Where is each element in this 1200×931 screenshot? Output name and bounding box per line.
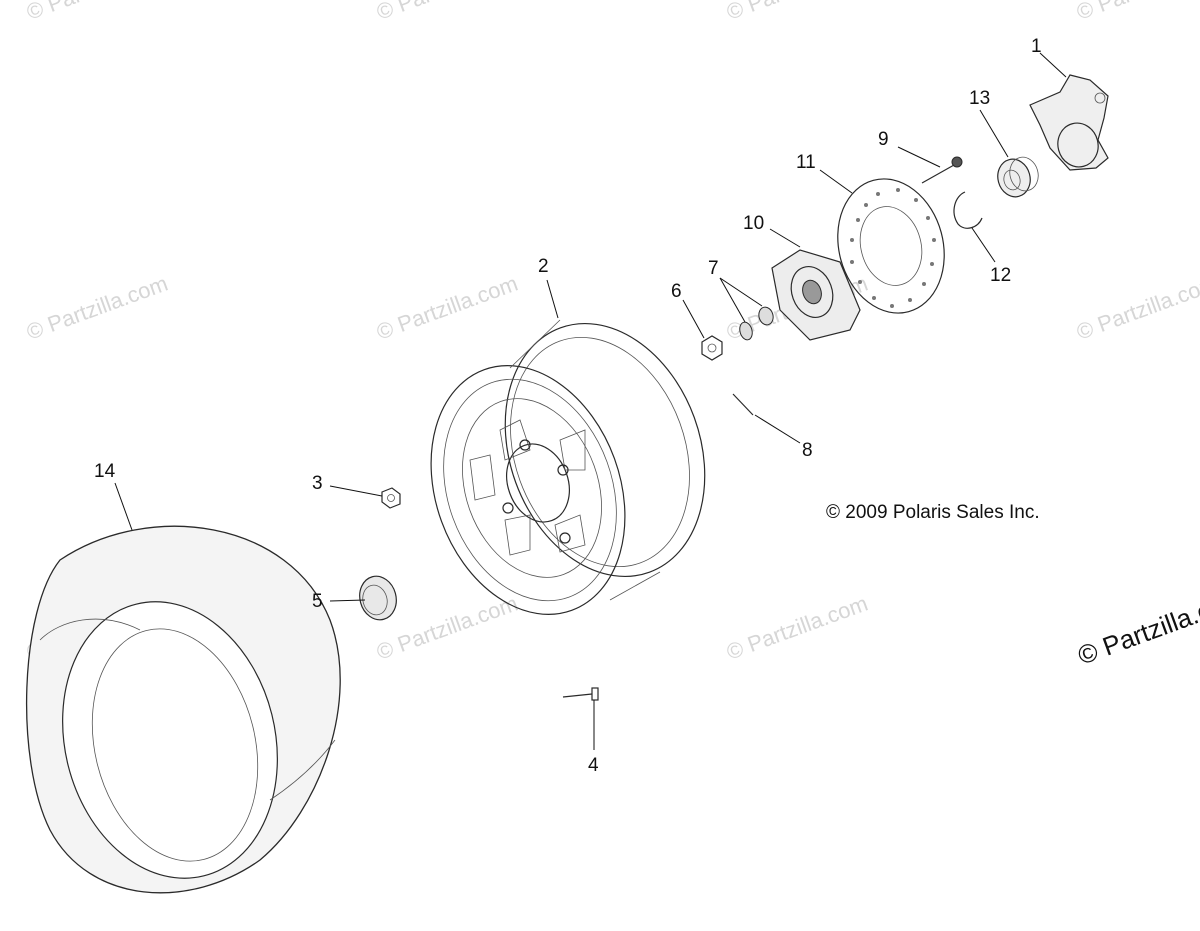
callout-14: 14 <box>94 461 116 482</box>
watermark: © Partzilla.com <box>723 591 871 665</box>
watermark: © Partzilla.com <box>1073 271 1200 345</box>
callouts: 1 2 3 4 5 6 7 8 9 10 11 12 13 14 <box>94 36 1042 776</box>
leader-lines <box>114 52 1067 750</box>
callout-9: 9 <box>878 129 889 150</box>
callout-4: 4 <box>588 755 599 776</box>
part-washers <box>739 306 774 341</box>
corner-watermark: © Partzilla.c <box>1074 595 1200 671</box>
callout-7: 7 <box>708 258 719 279</box>
callout-1: 1 <box>1031 36 1042 57</box>
callout-2: 2 <box>538 256 549 277</box>
part-valve-stem <box>562 687 599 701</box>
part-tire <box>25 525 341 894</box>
callout-11: 11 <box>796 152 816 173</box>
part-stud-bolt <box>921 156 963 184</box>
part-snap-ring <box>953 191 983 229</box>
watermark: © Partzilla.com <box>373 271 521 345</box>
part-castle-nut <box>701 335 723 361</box>
callout-5: 5 <box>312 591 323 612</box>
part-center-cap <box>359 575 397 621</box>
callout-8: 8 <box>802 440 813 461</box>
part-brake-disc <box>837 178 945 314</box>
copyright-notice: © 2009 Polaris Sales Inc. <box>826 502 1040 523</box>
part-hub <box>771 249 861 341</box>
watermark: © Partzilla.com <box>1073 0 1200 25</box>
part-lug-nut <box>381 487 401 509</box>
callout-10: 10 <box>743 213 764 234</box>
callout-6: 6 <box>671 281 682 302</box>
part-bearing <box>997 156 1039 198</box>
part-wheel <box>430 319 706 615</box>
callout-13: 13 <box>969 88 990 109</box>
watermark: © Partzilla.com <box>23 271 171 345</box>
watermark: © Partzilla.com <box>723 0 871 25</box>
part-cotter-pin <box>732 393 754 416</box>
watermark: © Partzilla.com <box>23 0 171 25</box>
part-knuckle <box>1029 74 1109 171</box>
callout-3: 3 <box>312 473 323 494</box>
callout-12: 12 <box>990 265 1011 286</box>
watermark: © Partzilla.com <box>373 0 521 25</box>
